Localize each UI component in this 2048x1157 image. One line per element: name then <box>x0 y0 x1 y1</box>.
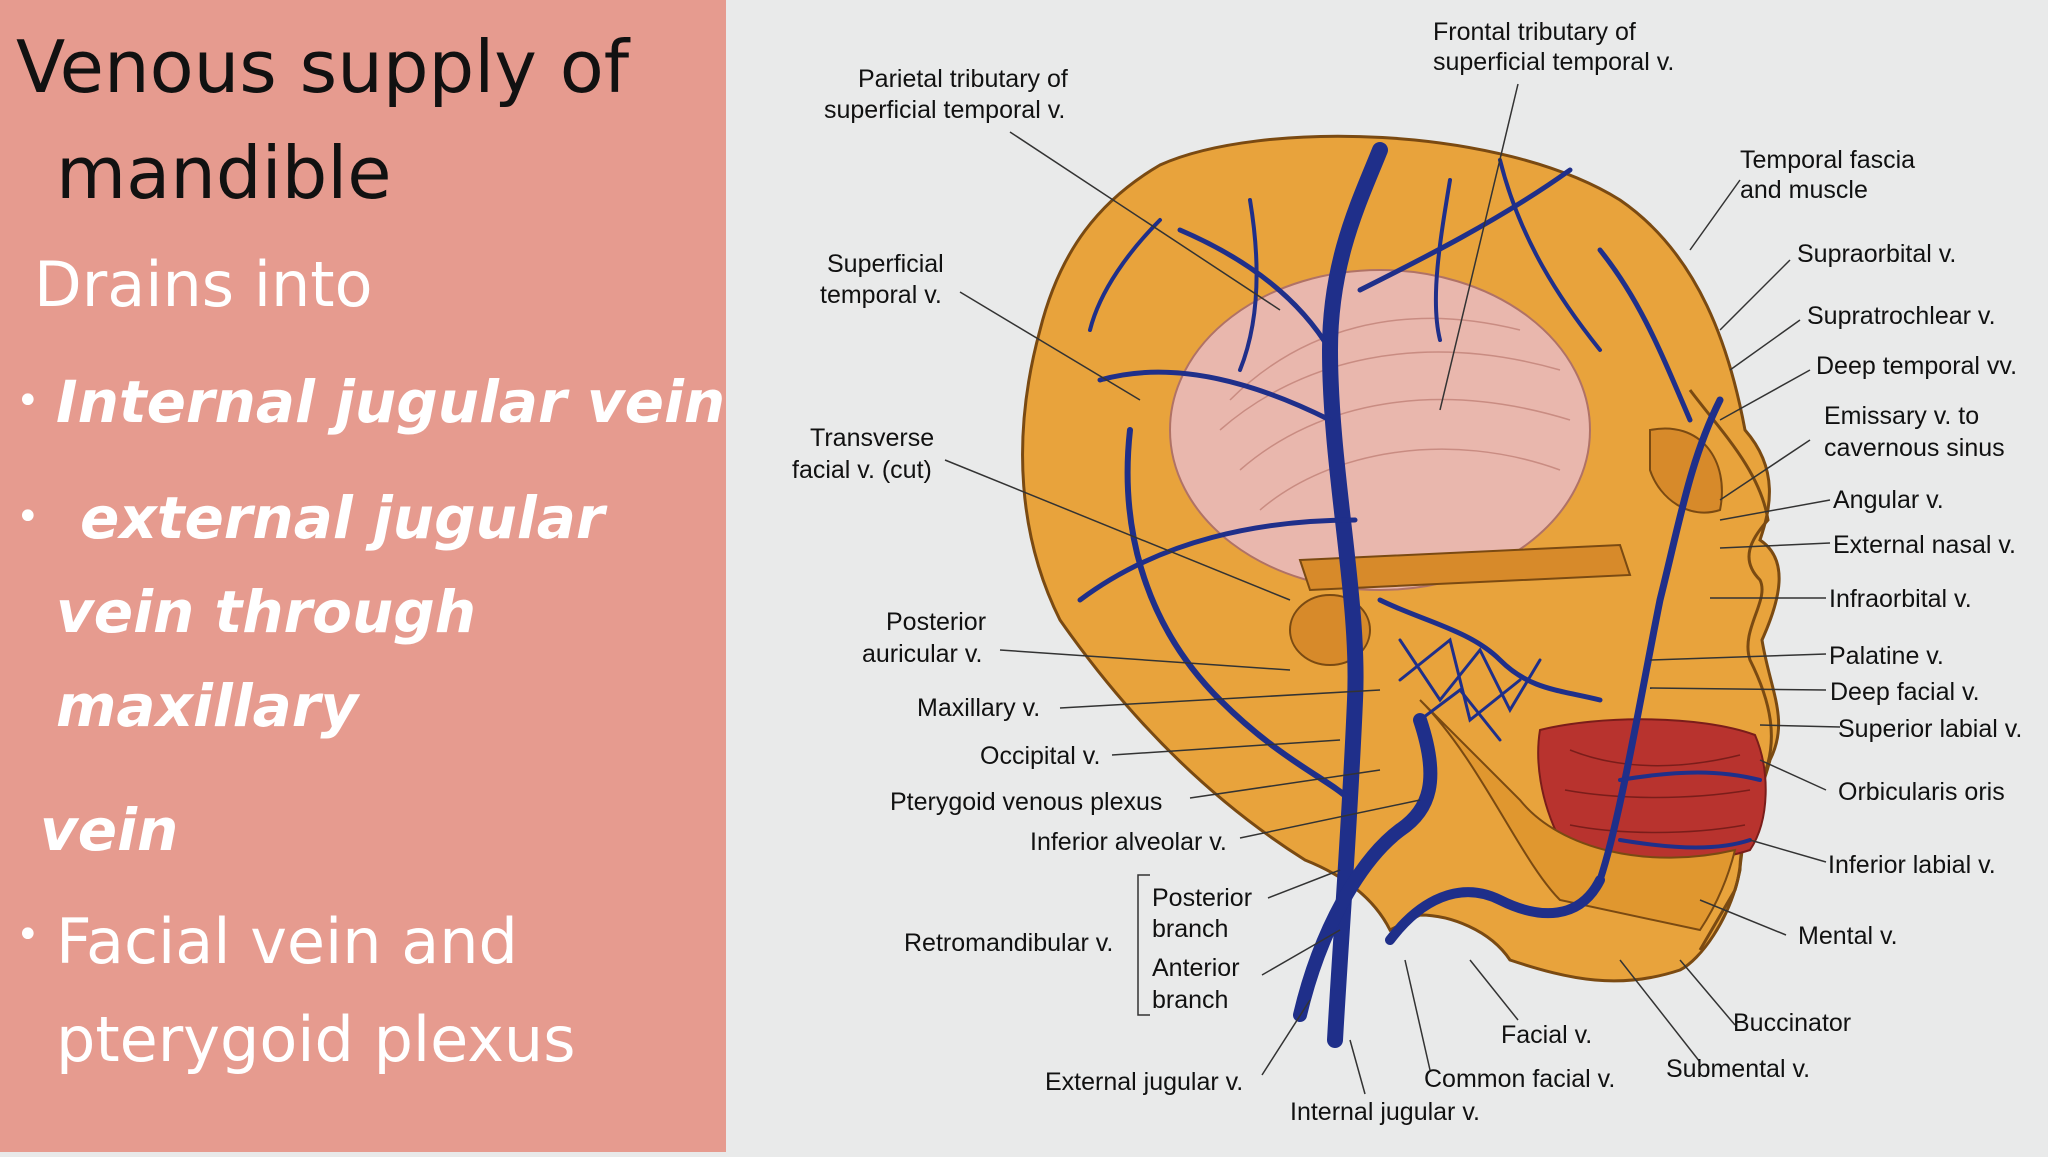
diagram-panel: Frontal tributary of superficial tempora… <box>726 0 2048 1152</box>
bullet-external-jugular-l3: maxillary <box>56 672 359 740</box>
label-occipital: Occipital v. <box>980 742 1100 770</box>
leader-lines <box>944 83 1841 1095</box>
label-posterior-branch-line-2: branch <box>1152 915 1228 943</box>
label-parietal-line-1: Parietal tributary of <box>858 65 1068 93</box>
text-panel: Venous supply of mandible Drains into • … <box>0 0 726 1152</box>
label-frontal-line-2: superficial temporal v. <box>1433 48 1674 76</box>
label-maxillary: Maxillary v. <box>917 694 1040 722</box>
label-orbicularis-oris: Orbicularis oris <box>1838 778 2005 806</box>
label-supraorbital: Supraorbital v. <box>1797 240 1956 268</box>
title-line-2: mandible <box>56 131 392 215</box>
bullet-glyph-3: • <box>16 912 40 958</box>
bullet-facial-l2: pterygoid plexus <box>56 1003 576 1076</box>
label-temporal-fascia-line-1: Temporal fascia <box>1740 146 1915 174</box>
intro-text: Drains into <box>34 248 373 321</box>
label-deep-temporal: Deep temporal vv. <box>1816 352 2017 380</box>
label-retromandibular: Retromandibular v. <box>904 929 1113 957</box>
label-anterior-branch-line-1: Anterior <box>1152 954 1240 982</box>
label-sup-temporal-line-1: Superficial <box>827 250 944 278</box>
label-infraorbital: Infraorbital v. <box>1829 585 1972 613</box>
title-line-1: Venous supply of <box>16 25 630 109</box>
temporal-muscle <box>1169 269 1591 591</box>
label-frontal-line-1: Frontal tributary of <box>1433 18 1636 46</box>
label-post-auricular-line-2: auricular v. <box>862 640 982 668</box>
label-deep-facial: Deep facial v. <box>1830 678 1980 706</box>
label-mental: Mental v. <box>1798 922 1898 950</box>
label-transverse-line-2: facial v. (cut) <box>792 456 932 484</box>
bullet-external-jugular-l4: vein <box>40 796 179 864</box>
bullet-facial-l1: Facial vein and <box>56 905 518 978</box>
orbicularis-oris-muscle <box>1537 718 1767 862</box>
label-inferior-alveolar: Inferior alveolar v. <box>1030 828 1227 856</box>
veins <box>1077 142 1762 1048</box>
label-emissary-line-1: Emissary v. to <box>1824 402 1979 430</box>
label-inferior-labial: Inferior labial v. <box>1828 851 1996 879</box>
bullet-internal-jugular: Internal jugular vein <box>56 368 726 436</box>
venous-diagram: Frontal tributary of superficial tempora… <box>792 18 2022 1126</box>
label-submental: Submental v. <box>1666 1055 1810 1083</box>
label-pterygoid-plexus: Pterygoid venous plexus <box>890 788 1162 816</box>
label-facial: Facial v. <box>1501 1021 1592 1049</box>
label-parietal-line-2: superficial temporal v. <box>824 96 1065 124</box>
label-posterior-branch-line-1: Posterior <box>1152 884 1252 912</box>
label-sup-temporal-line-2: temporal v. <box>820 281 942 309</box>
orbit <box>1649 427 1723 514</box>
label-external-jugular: External jugular v. <box>1045 1068 1243 1096</box>
label-supratrochlear: Supratrochlear v. <box>1807 302 1996 330</box>
bullet-glyph-2: • <box>16 494 40 540</box>
bullet-glyph-1: • <box>16 378 40 424</box>
label-superior-labial: Superior labial v. <box>1838 715 2022 743</box>
head-illustration <box>1021 134 1781 983</box>
mandible <box>1419 699 1737 932</box>
diagram-labels: Frontal tributary of superficial tempora… <box>792 18 2022 1126</box>
label-palatine: Palatine v. <box>1829 642 1944 670</box>
zygomatic-arch <box>1298 543 1632 592</box>
label-external-nasal: External nasal v. <box>1833 531 2016 559</box>
label-internal-jugular: Internal jugular v. <box>1290 1098 1480 1126</box>
bullet-external-jugular-l1: external jugular <box>80 484 605 552</box>
bullet-external-jugular-l2: vein through <box>56 578 477 646</box>
label-transverse-line-1: Transverse <box>810 424 934 452</box>
label-post-auricular-line-1: Posterior <box>886 608 986 636</box>
slide-title: Venous supply of mandible <box>16 14 629 226</box>
label-common-facial: Common facial v. <box>1424 1065 1615 1093</box>
label-anterior-branch-line-2: branch <box>1152 986 1228 1014</box>
label-emissary-line-2: cavernous sinus <box>1824 434 2005 462</box>
label-temporal-fascia-line-2: and muscle <box>1740 176 1868 204</box>
label-buccinator: Buccinator <box>1733 1009 1851 1037</box>
label-angular: Angular v. <box>1833 486 1944 514</box>
